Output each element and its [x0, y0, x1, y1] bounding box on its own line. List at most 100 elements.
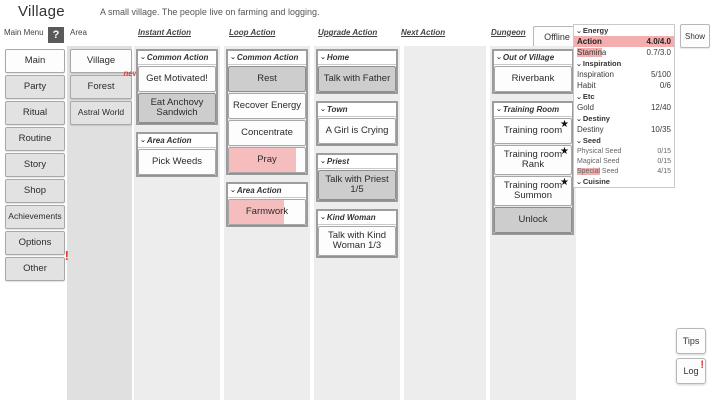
group-header[interactable]: ⌄Town — [318, 103, 396, 117]
area-description: A small village. The people live on farm… — [100, 7, 320, 17]
menu-item-shop[interactable]: Shop — [5, 179, 65, 203]
group-header[interactable]: ⌄Training Room — [494, 103, 572, 117]
status-section-header[interactable]: ⌄Inspiration — [574, 58, 674, 69]
action-button-label: Training room — [503, 124, 563, 136]
status-row-name: Inspiration — [577, 70, 614, 79]
action-button[interactable]: Concentrate — [228, 120, 306, 146]
menu-item-other[interactable]: Other! — [5, 249, 69, 281]
action-button[interactable]: Unlock — [494, 207, 572, 233]
area-item-label: Astral World — [77, 107, 125, 118]
action-button[interactable]: Training room Rank★ — [494, 145, 572, 175]
status-section-header[interactable]: ⌄Cuisine — [574, 176, 674, 187]
status-section-header[interactable]: ⌄Etc — [574, 91, 674, 102]
action-button-label: Concentrate — [241, 126, 293, 138]
action-button[interactable]: Riverbank — [494, 66, 572, 92]
menu-item-achievements[interactable]: Achievements — [5, 205, 65, 229]
group-header[interactable]: ⌄Kind Woman — [318, 211, 396, 225]
menu-item-options[interactable]: Options — [5, 231, 65, 255]
action-button[interactable]: A Girl is Crying — [318, 118, 396, 144]
status-row-value: 4/15 — [657, 167, 671, 175]
group-header[interactable]: ⌄Out of Village — [494, 51, 572, 65]
action-button[interactable]: Talk with Priest 1/5 — [318, 170, 396, 200]
group-header[interactable]: ⌄Area Action — [228, 184, 306, 198]
menu-item-routine[interactable]: Routine — [5, 127, 65, 151]
area-item-village[interactable]: Village — [70, 49, 132, 73]
status-section-header[interactable]: ⌄Destiny — [574, 113, 674, 124]
status-section-label: Etc — [582, 92, 595, 101]
menu-item-label: Story — [23, 158, 47, 170]
chevron-down-icon: ⌄ — [495, 54, 503, 61]
log-button[interactable]: Log ! — [676, 358, 706, 384]
column-header-dungeon[interactable]: Dungeon — [491, 28, 526, 37]
status-row-name: Stamina — [577, 48, 607, 57]
action-progress-fill — [229, 200, 284, 224]
status-section-label: Cuisine — [582, 177, 610, 186]
action-button[interactable]: Farmwork — [228, 199, 306, 225]
action-button[interactable]: Rest — [228, 66, 306, 92]
chevron-down-icon: ⌄ — [575, 60, 583, 68]
star-icon: ★ — [560, 119, 569, 130]
status-section-header[interactable]: ⌄Energy — [574, 25, 674, 36]
status-row-value: 0/15 — [657, 157, 671, 165]
top-bar: Village A small village. The people live… — [0, 0, 711, 26]
menu-item-party[interactable]: Party — [5, 75, 65, 99]
show-button[interactable]: Show — [680, 24, 710, 48]
menu-item-ritual[interactable]: Ritual — [5, 101, 65, 125]
menu-item-label: Ritual — [22, 106, 48, 118]
status-row-name: Destiny — [577, 125, 604, 134]
action-button[interactable]: Recover Energy — [228, 93, 306, 119]
menu-item-story[interactable]: Story — [5, 153, 65, 177]
action-button[interactable]: Training room Summon★ — [494, 176, 572, 206]
chevron-down-icon: ⌄ — [229, 54, 237, 61]
group-header[interactable]: ⌄Priest — [318, 155, 396, 169]
action-button[interactable]: Get Motivated! — [138, 66, 216, 92]
chevron-down-icon: ⌄ — [139, 137, 147, 144]
action-button[interactable]: Pick Weeds — [138, 149, 216, 175]
group-header[interactable]: ⌄Common Action — [138, 51, 216, 65]
action-button[interactable]: Talk with Father — [318, 66, 396, 92]
log-button-label: Log — [683, 366, 699, 376]
action-button[interactable]: Pray — [228, 147, 306, 173]
help-button[interactable]: ? — [48, 27, 64, 43]
column-header-upgrade-action[interactable]: Upgrade Action — [318, 28, 378, 37]
chevron-down-icon: ⌄ — [575, 137, 583, 145]
chevron-down-icon: ⌄ — [319, 214, 327, 221]
action-button[interactable]: Training room★ — [494, 118, 572, 144]
status-section-header[interactable]: ⌄Seed — [574, 135, 674, 146]
chevron-down-icon: ⌄ — [575, 115, 583, 123]
group-title-label: Kind Woman — [326, 213, 376, 222]
star-icon: ★ — [560, 177, 569, 188]
group-title-label: Area Action — [236, 186, 282, 195]
column-bg-next-action — [404, 46, 486, 400]
area-item-astral-world[interactable]: Astral World — [70, 101, 132, 125]
action-button-label: Farmwork — [245, 205, 289, 217]
group-header[interactable]: ⌄Home — [318, 51, 396, 65]
action-button[interactable]: Talk with Kind Woman 1/3 — [318, 226, 396, 256]
group-header[interactable]: ⌄Area Action — [138, 134, 216, 148]
tips-button-label: Tips — [682, 336, 700, 346]
action-button[interactable]: Eat Anchovy Sandwich — [138, 93, 216, 123]
menu-item-main[interactable]: Main — [5, 49, 65, 73]
menu-item-label: Main — [24, 54, 46, 66]
column-header-loop-action[interactable]: Loop Action — [229, 28, 276, 37]
chevron-down-icon: ⌄ — [575, 178, 583, 186]
status-row-value: 0/15 — [657, 147, 671, 155]
column-header-instant-action[interactable]: Instant Action — [138, 28, 192, 37]
chevron-down-icon: ⌄ — [575, 93, 583, 101]
group-header[interactable]: ⌄Common Action — [228, 51, 306, 65]
status-row-name: Special Seed — [577, 167, 619, 175]
tips-button[interactable]: Tips — [676, 328, 706, 354]
menu-item-label: Other — [23, 262, 47, 274]
group-title-label: Town — [326, 105, 348, 114]
column-header-next-action[interactable]: Next Action — [401, 28, 446, 37]
